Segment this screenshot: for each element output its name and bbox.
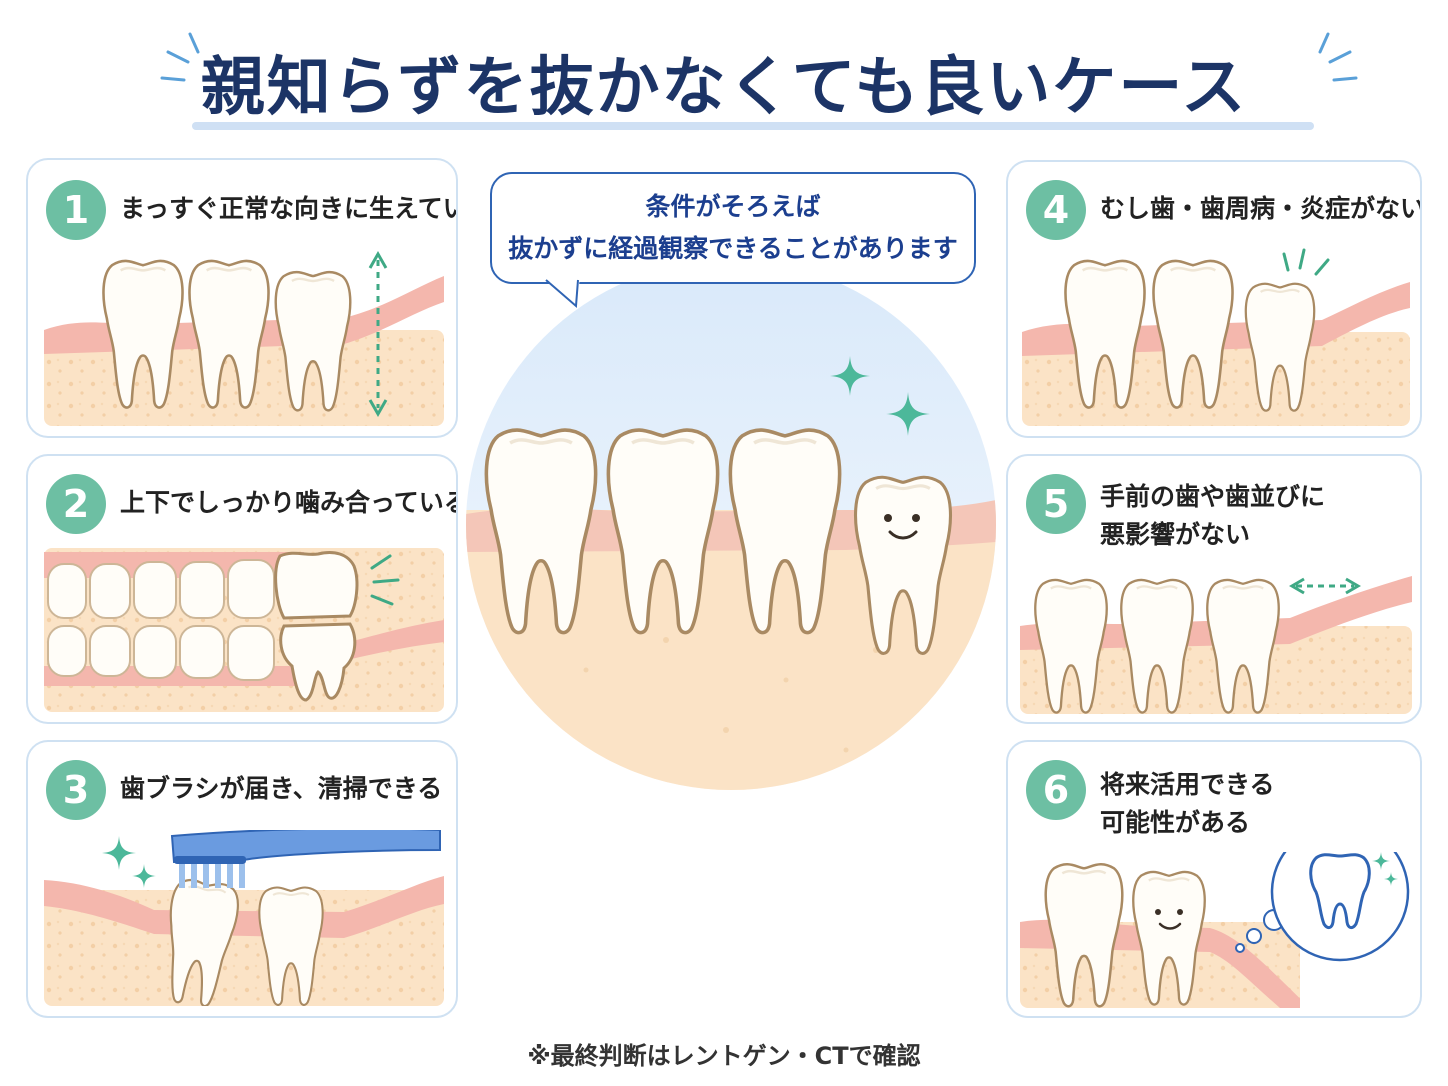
toothbrush-icon: [170, 830, 441, 888]
illustration-alignment: [1020, 576, 1412, 714]
speech-bubble: 条件がそろえば 抜かずに経過観察できることがあります: [490, 172, 976, 284]
case-label: 手前の歯や歯並びに: [1100, 482, 1326, 511]
double-arrow-icon: [1289, 577, 1361, 595]
case-number-badge: 5: [1026, 474, 1086, 534]
speech-bubble-tail: [544, 278, 580, 309]
case-card-6: 6 将来活用できる 可能性がある: [1006, 740, 1422, 1018]
illustration-toothbrush: [44, 830, 444, 1006]
center-illustration: [466, 260, 996, 794]
case-card-4: 4 むし歯・歯周病・炎症がない: [1006, 160, 1422, 438]
case-label: むし歯・歯周病・炎症がない: [1100, 194, 1422, 223]
case-card-5: 5 手前の歯や歯並びに 悪影響がない: [1006, 454, 1422, 724]
case-card-1: 1 まっすぐ正常な向きに生えている: [26, 158, 458, 438]
case-number-badge: 6: [1026, 760, 1086, 820]
case-card-3: 3 歯ブラシが届き、清掃できる: [26, 740, 458, 1018]
thought-bubble-icon: [1235, 852, 1410, 962]
title-spark-lines-right: [1318, 32, 1358, 82]
title-area: 親知らずを抜かなくても良いケース: [0, 22, 1448, 142]
case-card-2: 2 上下でしっかり噛み合っている: [26, 454, 458, 724]
title-spark-lines-left: [160, 32, 200, 82]
illustration-straight-teeth: [44, 250, 444, 426]
sparkle-icon: [132, 864, 156, 888]
footnote: ※最終判断はレントゲン・CTで確認: [527, 1042, 921, 1070]
sparkle-icon: [102, 836, 136, 870]
sparkle-lines: [370, 554, 400, 606]
bubble-line-2: 抜かずに経過観察できることがあります: [508, 234, 958, 263]
case-label: まっすぐ正常な向きに生えている: [120, 194, 458, 223]
case-number-badge: 4: [1026, 180, 1086, 240]
double-arrow-icon: [368, 250, 388, 418]
smiling-tooth-icon: [884, 514, 920, 540]
title-underline: [192, 122, 1314, 130]
case-label: 上下でしっかり噛み合っている: [120, 488, 458, 517]
smiling-tooth-icon: [1155, 909, 1183, 930]
illustration-future-use: [1020, 852, 1412, 1008]
case-number-badge: 1: [46, 180, 106, 240]
case-number-badge: 3: [46, 760, 106, 820]
bubble-line-1: 条件がそろえば: [645, 192, 821, 221]
case-label-line2: 悪影響がない: [1100, 520, 1251, 549]
illustration-occlusion: [44, 548, 444, 712]
case-label-line2: 可能性がある: [1100, 808, 1251, 837]
case-label: 将来活用できる: [1100, 770, 1275, 799]
case-label: 歯ブラシが届き、清掃できる: [120, 774, 443, 803]
case-number-badge: 2: [46, 474, 106, 534]
illustration-healthy-teeth: [1022, 248, 1410, 426]
sparkle-lines: [1282, 248, 1330, 276]
page-title: 親知らずを抜かなくても良いケース: [200, 51, 1248, 125]
